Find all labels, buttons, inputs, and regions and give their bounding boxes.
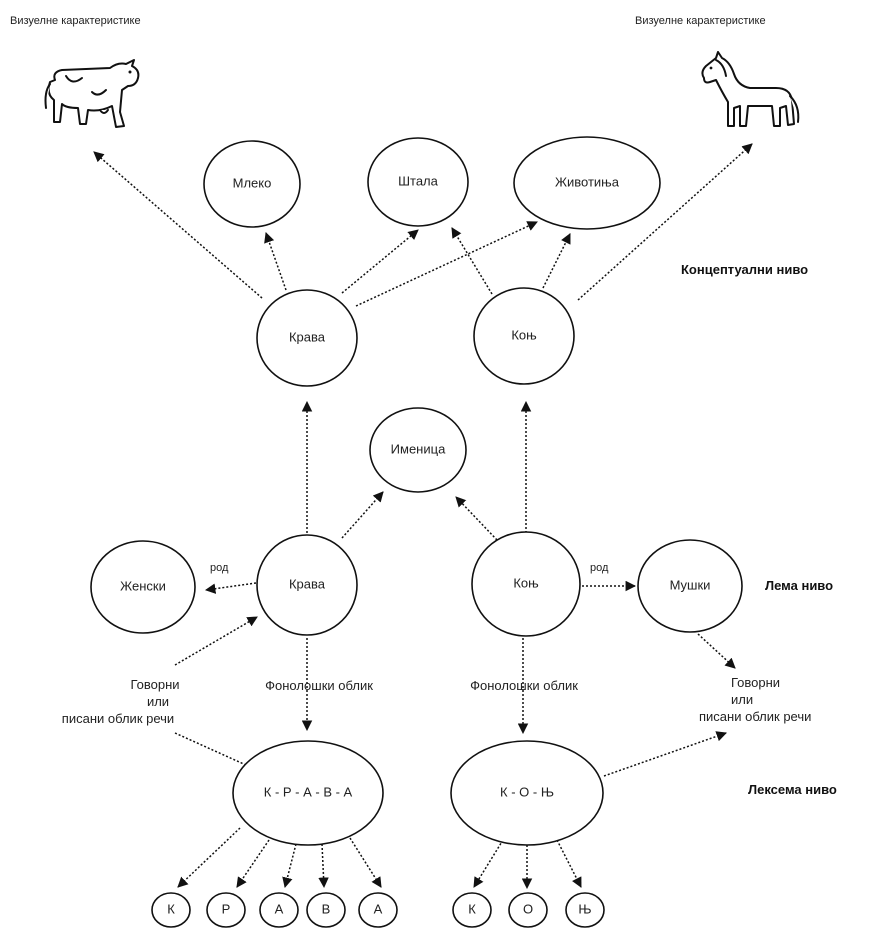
svg-text:О: О [523,901,533,916]
svg-text:А: А [275,901,284,916]
letter-krava-4: В [306,892,346,928]
svg-text:К: К [468,901,476,916]
svg-text:Мушки: Мушки [670,577,711,592]
letter-konj-2: О [508,892,548,928]
node-zhivotinja: Животиња [513,136,661,230]
letter-krava-2: Р [206,892,246,928]
phon-label-left: Фонолошки облик [265,678,373,693]
spoken-written-right: Говорни или писани облик речи [699,675,811,724]
left-visual-header: Визуелне карактеристике [10,15,141,27]
node-konj-lemma: Коњ [471,531,581,637]
svg-text:К - Р - А - В - А: К - Р - А - В - А [264,784,353,799]
spoken-written-left: Говорни или писани облик речи [62,677,180,726]
right-visual-header: Визуелне карактеристике [635,15,766,27]
horse-drawing-icon [701,51,800,127]
rod-label-left: род [210,562,229,574]
letter-konj-1: К [452,892,492,928]
node-zhenski: Женски [90,540,196,634]
svg-text:Именица: Именица [391,441,446,456]
node-mleko: Млеко [203,140,301,228]
svg-text:Говорни: Говорни [130,677,179,692]
svg-text:Говорни: Говорни [731,675,780,690]
svg-text:Њ: Њ [578,901,591,916]
svg-text:В: В [322,901,331,916]
phon-label-right: Фонолошки облик [470,678,578,693]
letter-krava-1: К [151,892,191,928]
svg-text:Р: Р [222,901,231,916]
svg-text:К - О - Њ: К - О - Њ [500,784,554,799]
svg-text:Млеко: Млеко [233,175,272,190]
cow-drawing-icon [44,59,140,128]
node-konj-lexeme: К - О - Њ [450,740,604,846]
rod-label-right: род [590,562,609,574]
svg-text:Животиња: Животиња [555,174,620,189]
svg-text:Штала: Штала [398,173,439,188]
node-mushki: Мушки [637,539,743,633]
svg-text:К: К [167,901,175,916]
node-krava-lemma: Крава [256,534,358,636]
node-imenica: Именица [369,407,467,493]
level-lexeme: Лексема ниво [748,782,837,797]
svg-text:Коњ: Коњ [513,575,539,590]
letter-konj-3: Њ [565,892,605,928]
node-krava-concept: Крава [256,289,358,387]
svg-text:писани облик речи: писани облик речи [699,709,811,724]
svg-text:А: А [374,901,383,916]
svg-text:Коњ: Коњ [511,327,537,342]
letter-krava-3: А [259,892,299,928]
level-conceptual: Концептуални ниво [681,262,808,277]
node-shtala: Штала [367,137,469,227]
svg-text:писани облик речи: писани облик речи [62,711,174,726]
node-konj-concept: Коњ [473,287,575,385]
svg-text:или: или [147,694,169,709]
svg-text:Женски: Женски [120,578,166,593]
letter-krava-5: А [358,892,398,928]
svg-text:Крава: Крава [289,329,326,344]
node-krava-lexeme: К - Р - А - В - А [232,740,384,846]
level-lemma: Лема ниво [765,578,833,593]
svg-text:Крава: Крава [289,576,326,591]
svg-text:или: или [731,692,753,707]
